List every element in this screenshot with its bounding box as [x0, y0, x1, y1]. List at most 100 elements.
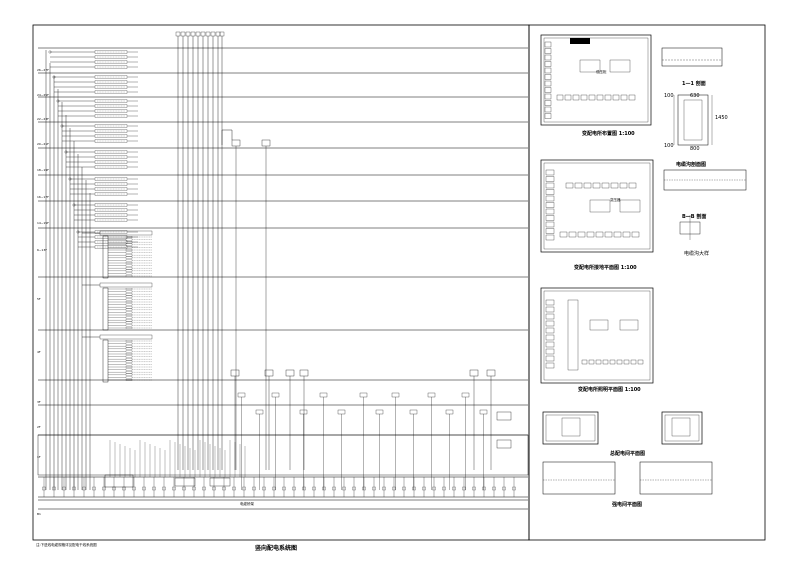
- fixture: [545, 348, 555, 355]
- fixture: [545, 362, 555, 369]
- bus-breaker: [462, 486, 466, 491]
- board-breaker: [125, 303, 133, 306]
- bus-breaker: [292, 486, 296, 491]
- cabinet: [545, 202, 555, 208]
- bus-breaker: [182, 486, 186, 491]
- cabinet: [545, 221, 555, 228]
- transformer: [589, 319, 609, 331]
- main-room-title: 总配电间平面图: [610, 451, 646, 457]
- bus-breaker: [62, 486, 66, 491]
- branch-box: [94, 187, 128, 191]
- board-breaker: [125, 272, 133, 275]
- room-inner: [545, 414, 596, 442]
- cabinet: [572, 94, 580, 101]
- cabinet: [544, 54, 552, 61]
- branch-box: [94, 177, 128, 181]
- floor-device: [375, 409, 384, 415]
- bus-breaker: [412, 486, 416, 491]
- junction: [64, 150, 68, 154]
- transformer: [579, 59, 601, 73]
- cabinet: [568, 231, 577, 238]
- floor-label: 20~21F: [37, 142, 49, 146]
- branch-box: [94, 55, 128, 59]
- elec-room-title: 强电间平面图: [612, 502, 643, 508]
- board-breaker: [125, 251, 133, 254]
- cabinet: [574, 182, 583, 189]
- riser-tag: [180, 31, 186, 37]
- cabinet: [544, 87, 552, 93]
- bus-breaker: [422, 486, 426, 491]
- bus-breaker: [202, 486, 206, 491]
- board-breaker: [125, 355, 133, 358]
- room-equipment: [561, 417, 581, 437]
- panel-box: [496, 411, 512, 421]
- floor-label: 4F: [37, 350, 41, 354]
- cabinet: [545, 228, 555, 234]
- floor-label: 24~25F: [37, 93, 49, 97]
- bus-breaker: [212, 486, 216, 491]
- room-equipment: [671, 417, 691, 437]
- branch-box: [94, 208, 128, 212]
- cable-tray: [567, 299, 579, 371]
- bus-breaker: [382, 486, 386, 491]
- board-breaker: [125, 301, 133, 304]
- cabinet: [588, 94, 596, 101]
- fixture: [545, 306, 555, 313]
- device-box: [264, 369, 274, 377]
- bus-breaker: [472, 486, 476, 491]
- riser-tag: [200, 31, 206, 37]
- cabinet: [583, 182, 592, 189]
- cabinet: [620, 94, 628, 101]
- board-breaker: [125, 319, 133, 322]
- fixture: [545, 327, 555, 334]
- panel-box: [496, 439, 512, 449]
- cabinet: [545, 234, 555, 241]
- board-header: [99, 230, 153, 236]
- bus-breaker: [392, 486, 396, 491]
- bus-breaker: [492, 486, 496, 491]
- cabinet: [595, 231, 604, 238]
- dim-1450: 1450: [715, 115, 728, 121]
- fixture: [609, 359, 616, 365]
- device-box: [261, 139, 271, 147]
- board-breaker: [125, 316, 133, 319]
- main-title: 竖向配电系统图: [255, 545, 298, 552]
- junction: [48, 50, 52, 54]
- cabinet: [619, 182, 628, 189]
- cabinet: [545, 169, 555, 176]
- floor-device: [461, 392, 470, 398]
- branch-box: [94, 50, 128, 54]
- cabinet: [544, 48, 552, 54]
- floor-lines: [38, 47, 528, 501]
- cabinet: [544, 100, 552, 106]
- branch-box: [94, 240, 128, 244]
- bus-breaker: [312, 486, 316, 491]
- door-block: [570, 38, 590, 44]
- bus-breaker: [432, 486, 436, 491]
- branch-box: [94, 129, 128, 133]
- section-room-a: [542, 461, 616, 495]
- lighting-plan-title: 变配电所照明平面图 1:100: [578, 387, 641, 393]
- dim-800: 800: [690, 146, 700, 152]
- branch-box: [94, 160, 128, 164]
- board-breaker: [125, 249, 133, 252]
- riser-tag: [195, 31, 201, 37]
- board-breaker: [125, 267, 133, 270]
- board-body: [102, 339, 109, 383]
- bus-breaker: [442, 486, 446, 491]
- bus-breaker: [342, 486, 346, 491]
- cabinet: [545, 189, 555, 195]
- distribution-boards: [82, 129, 512, 490]
- bus-breaker: [222, 486, 226, 491]
- riser-lines: [45, 31, 225, 490]
- cabinet: [622, 231, 631, 238]
- bus-breaker: [482, 486, 486, 491]
- cabinet: [628, 182, 637, 189]
- main-switch: [209, 477, 231, 487]
- board-breaker: [125, 275, 133, 278]
- bus-breaker: [272, 486, 276, 491]
- bus-breaker: [142, 486, 146, 491]
- grounding-plan: [540, 159, 654, 253]
- branch-box: [94, 182, 128, 186]
